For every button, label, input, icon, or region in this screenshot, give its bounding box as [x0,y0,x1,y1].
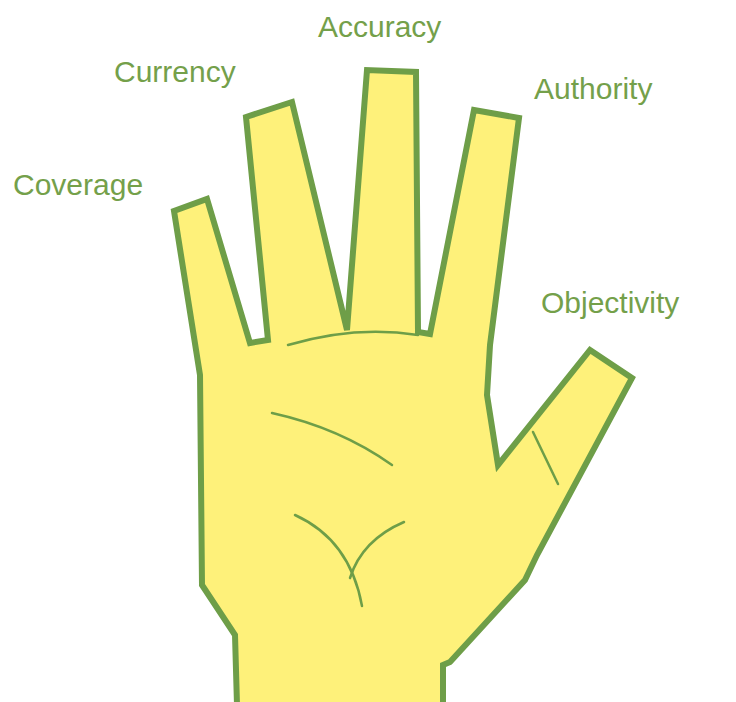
finger-label: Objectivity [541,288,679,318]
hand-outline [174,70,632,702]
finger-label: Accuracy [318,12,441,42]
palm-lines [272,332,558,606]
finger-label: Authority [534,74,652,104]
finger-label: Currency [114,57,236,87]
finger-label: Coverage [13,170,143,200]
